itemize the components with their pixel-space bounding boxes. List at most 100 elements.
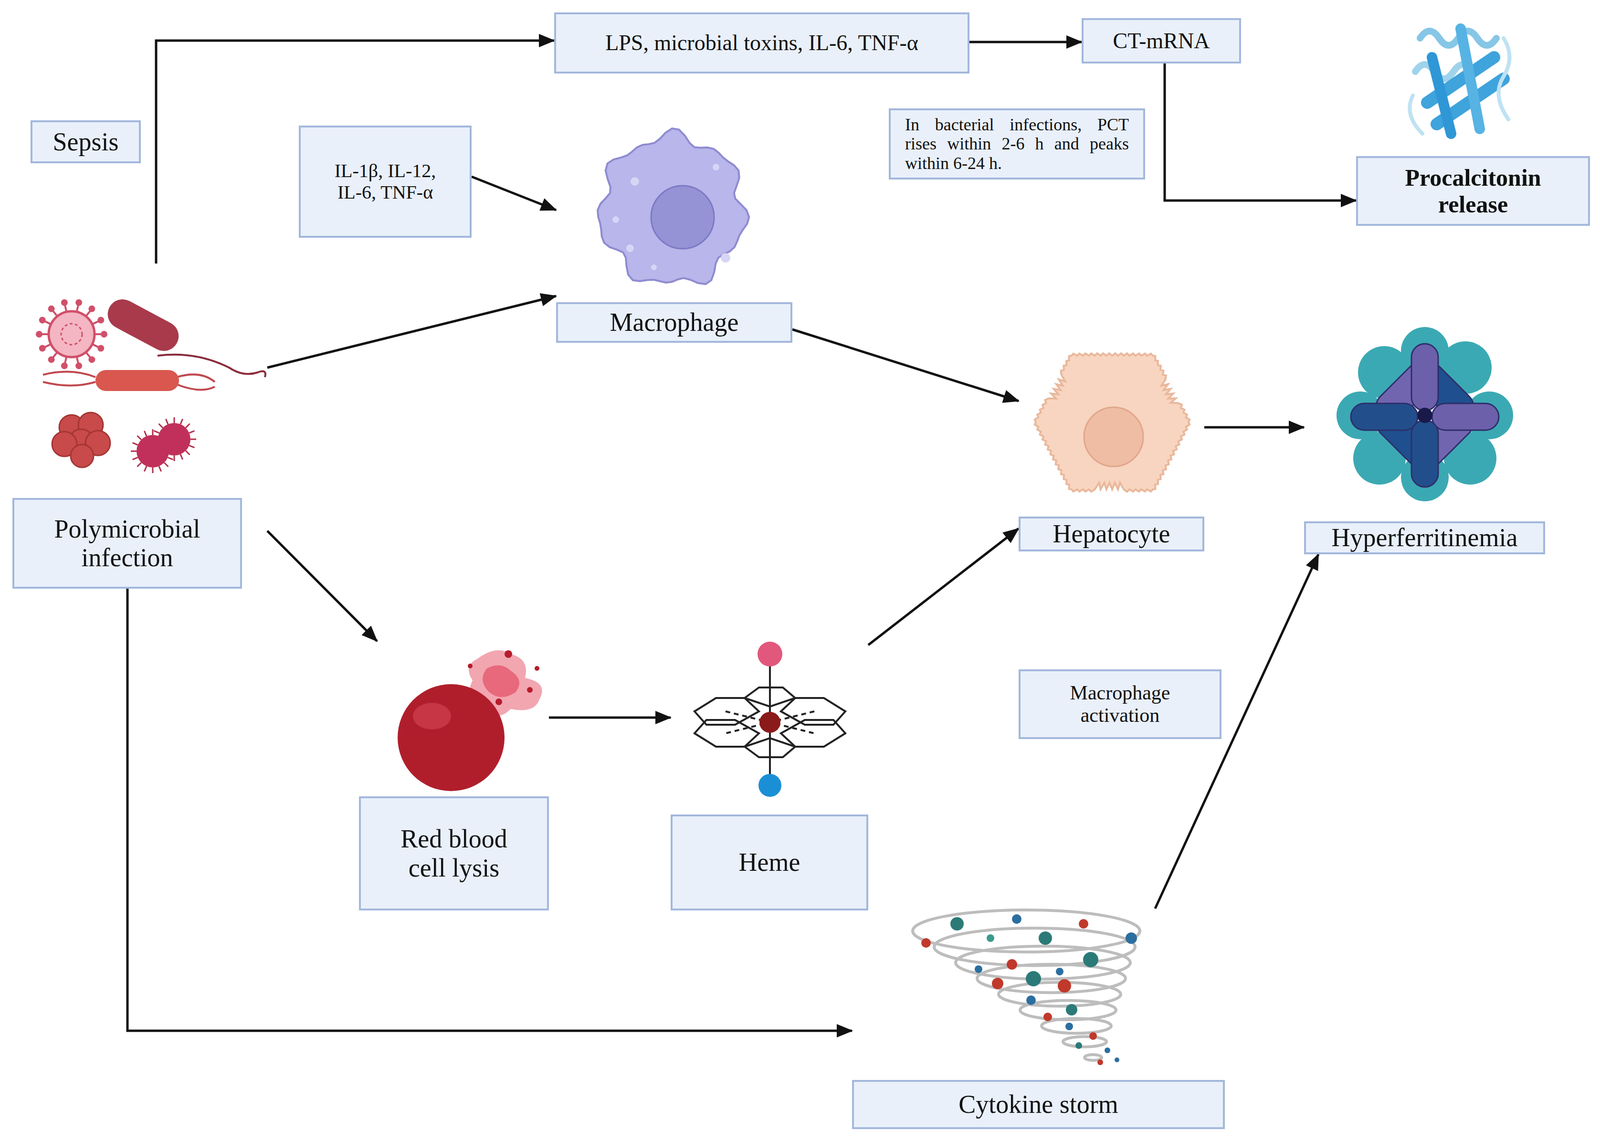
label-box: In bacterial infections, PCT rises withi… xyxy=(888,108,1146,180)
iron-atom xyxy=(759,711,781,733)
node-text: Sepsis xyxy=(52,127,119,157)
node: Sepsis xyxy=(30,120,141,164)
arrow-connector xyxy=(1204,426,1305,429)
node: CT-mRNA xyxy=(1081,18,1242,64)
virus-spike-tip xyxy=(89,306,95,312)
procalcitonin-protein-icon xyxy=(1409,28,1510,134)
node: Cytokine storm xyxy=(852,908,1225,1129)
label-box: Hyperferritinemia xyxy=(1304,521,1546,555)
cilia xyxy=(132,442,138,445)
node: Procalcitonin release xyxy=(1356,14,1590,226)
label-box: Hepatocyte xyxy=(1018,516,1205,552)
virus-spike-tip xyxy=(76,300,82,306)
storm-ring xyxy=(1084,1054,1102,1061)
label-box: CT-mRNA xyxy=(1081,18,1242,64)
virus-spike-tip xyxy=(40,317,45,323)
arrow-connector xyxy=(267,530,378,642)
node: Macrophage xyxy=(556,133,793,343)
label-box: IL-1β, IL-12, IL-6, TNF-α xyxy=(298,125,472,238)
cilia xyxy=(189,430,195,433)
cytokine-storm-icon xyxy=(912,909,1140,1065)
cilia xyxy=(185,450,190,455)
virus-spike-tip xyxy=(40,346,45,351)
virus-spike-tip xyxy=(98,317,104,323)
label-box: Cytokine storm xyxy=(852,1079,1225,1129)
cilia xyxy=(158,423,163,428)
cilia xyxy=(164,462,169,467)
node-text: Cytokine storm xyxy=(958,1089,1119,1119)
arrow-connector xyxy=(969,41,1082,44)
red-blood-cell-icon xyxy=(397,650,543,791)
label-box: Heme xyxy=(670,814,869,911)
virus-spike-tip xyxy=(101,331,107,337)
node: In bacterial infections, PCT rises withi… xyxy=(888,108,1146,180)
cilia xyxy=(144,465,147,472)
cilia xyxy=(173,455,176,462)
label-box: LPS, microbial toxins, IL-6, TNF-α xyxy=(554,12,970,74)
cilia xyxy=(180,419,183,425)
node: IL-1β, IL-12, IL-6, TNF-α xyxy=(298,125,472,238)
node: Red blood cell lysis xyxy=(358,641,549,911)
cilia xyxy=(136,435,141,440)
arrow-connector xyxy=(127,588,853,1031)
arrow-connector xyxy=(868,528,1019,645)
node-text: Macrophage activation xyxy=(1044,681,1196,727)
label-box: Polymicrobial infection xyxy=(12,497,243,589)
node-text: Polymicrobial infection xyxy=(28,514,226,573)
cilia xyxy=(185,423,190,428)
arrow-connector xyxy=(267,295,557,368)
node: Hepatocyte xyxy=(1018,352,1205,552)
label-box: Procalcitonin release xyxy=(1356,156,1590,226)
cilia xyxy=(132,457,138,460)
label-box: Sepsis xyxy=(30,120,141,164)
storm-ring xyxy=(977,964,1126,993)
cilia xyxy=(180,453,183,460)
node: LPS, microbial toxins, IL-6, TNF-α xyxy=(554,12,970,74)
cilia xyxy=(189,445,195,448)
macrophage-icon xyxy=(597,128,749,285)
cilia xyxy=(144,431,147,437)
heme-ligand xyxy=(757,641,783,667)
label-box: Macrophage activation xyxy=(1018,669,1222,739)
node-text: Heme xyxy=(738,847,801,877)
node-text: CT-mRNA xyxy=(1113,28,1211,54)
hepatocyte-icon xyxy=(1034,353,1190,492)
node: Hyperferritinemia xyxy=(1304,336,1546,555)
virus-spike-tip xyxy=(49,357,54,362)
cilia xyxy=(173,417,176,423)
node: Macrophage activation xyxy=(1018,669,1222,739)
cilia xyxy=(190,438,197,441)
cilia xyxy=(158,465,162,472)
virus-spike-tip xyxy=(76,363,82,369)
node-text: IL-1β, IL-12, IL-6, TNF-α xyxy=(324,160,446,204)
label-box: Macrophage xyxy=(556,302,793,343)
label-box: Red blood cell lysis xyxy=(358,796,549,911)
cilia xyxy=(167,457,173,460)
arrow-connector xyxy=(548,716,671,719)
storm-ring xyxy=(1063,1036,1107,1047)
arrow-connector xyxy=(471,176,557,211)
cilia xyxy=(152,429,154,435)
heme-icon xyxy=(694,665,846,783)
node-text: Hyperferritinemia xyxy=(1331,523,1518,552)
ferritin-icon xyxy=(1336,326,1514,502)
microbes-icon xyxy=(36,294,266,474)
cilia xyxy=(152,467,154,474)
arrow-connector xyxy=(1164,63,1357,201)
virus-spike-tip xyxy=(49,306,54,312)
node-text: Hepatocyte xyxy=(1052,519,1171,548)
node: Heme xyxy=(670,641,869,911)
virus-spike-tip xyxy=(89,357,95,362)
node: Polymicrobial infection xyxy=(12,263,268,589)
cilia xyxy=(136,462,141,467)
node-text: Macrophage xyxy=(610,307,739,337)
node-text: Red blood cell lysis xyxy=(389,824,519,883)
cilia xyxy=(165,419,169,425)
arrow-connector xyxy=(156,40,555,264)
virus-spike-tip xyxy=(98,346,104,351)
heme-ligand xyxy=(758,773,782,797)
virus-spike-tip xyxy=(62,300,67,306)
node-text: In bacterial infections, PCT rises withi… xyxy=(905,115,1129,173)
virus-spike-tip xyxy=(62,363,67,369)
